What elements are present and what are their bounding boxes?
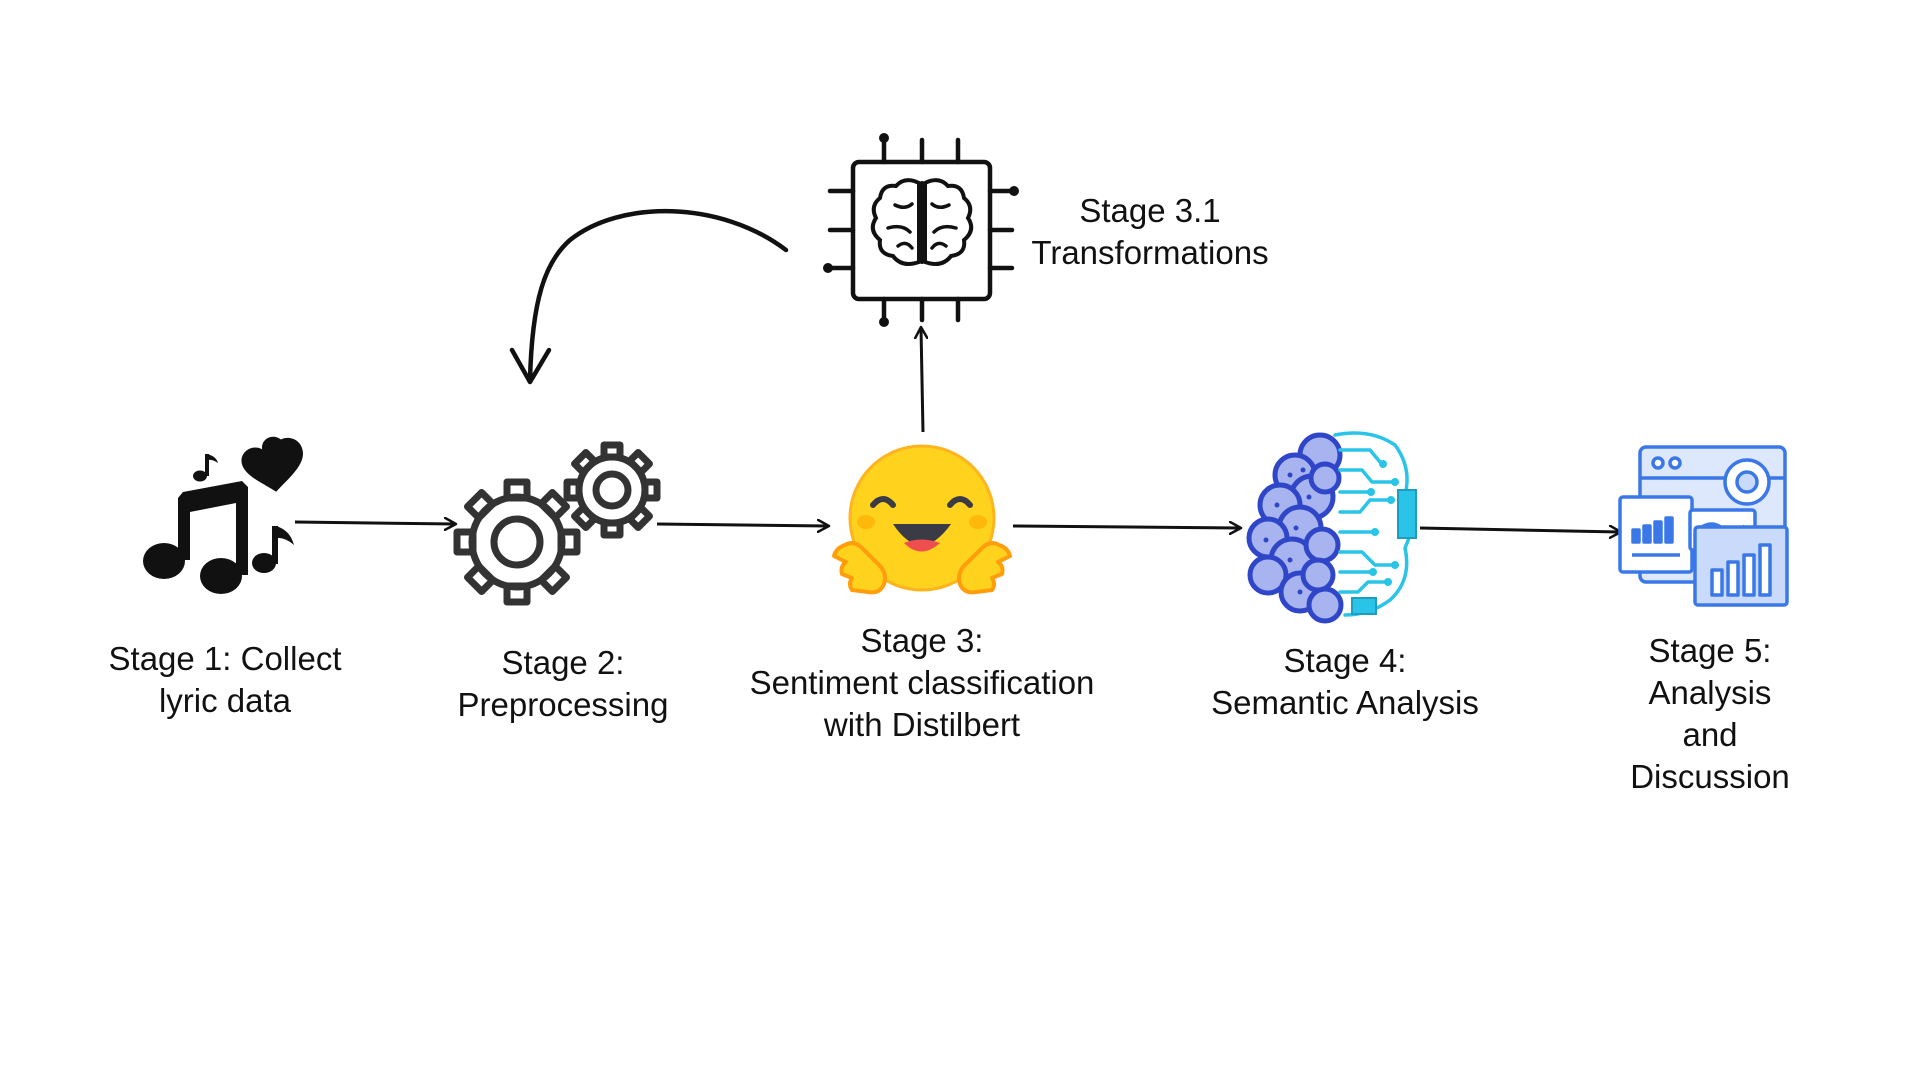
stage-4-label: Stage 4: Semantic Analysis (1195, 640, 1495, 724)
stage-3-label-line-3: with Distilbert (823, 706, 1021, 743)
stage-2-label-line-1: Stage 2: (501, 644, 625, 681)
stage-3-1-label: Stage 3.1 Transformations (1010, 190, 1290, 274)
stage-4-label-line-1: Stage 4: (1283, 642, 1407, 679)
arrow-curved-feedback-head (509, 347, 552, 385)
music-notes-heart-icon (143, 436, 303, 594)
arrow-stage3-to-stage4 (1012, 526, 1240, 528)
arrow-stage3-to-stage3-1 (921, 328, 923, 433)
stage-4-label-line-2: Semantic Analysis (1211, 684, 1479, 721)
ai-brain-circuit-icon (1246, 431, 1417, 624)
stage-3-1-label-line-1: Stage 3.1 (1079, 192, 1221, 229)
dashboard-charts-icon (1618, 445, 1789, 607)
stage-3-1-label-line-2: Transformations (1031, 234, 1269, 271)
stage-2-label: Stage 2: Preprocessing (438, 642, 688, 726)
stage-1-label: Stage 1: Collect lyric data (100, 638, 350, 722)
arrow-stage4-to-stage5 (1419, 528, 1620, 532)
arrow-stage1-to-stage2 (294, 522, 455, 524)
arrow-stage2-to-stage3 (656, 524, 828, 526)
stage-5-label-line-2: Analysis (1648, 674, 1772, 711)
stage-1-label-line-2: lyric data (158, 682, 292, 719)
stage-1-label-line-1: Stage 1: Collect (108, 640, 342, 677)
stage-5-label-line-1: Stage 5: (1648, 632, 1772, 669)
stage-5-label-line-3: and (1682, 716, 1738, 753)
brain-chip-icon (823, 133, 1019, 327)
gears-icon (453, 441, 661, 606)
stage-3-label: Stage 3: Sentiment classification with D… (732, 620, 1112, 746)
stage-3-label-line-2: Sentiment classification (749, 664, 1095, 701)
stage-5-label: Stage 5: Analysis and Discussion (1590, 630, 1830, 798)
stage-2-label-line-2: Preprocessing (457, 686, 669, 723)
hugging-face-icon (832, 444, 1012, 595)
arrow-curved-feedback (527, 209, 789, 383)
stage-3-label-line-1: Stage 3: (860, 622, 984, 659)
stage-5-label-line-4: Discussion (1630, 758, 1790, 795)
